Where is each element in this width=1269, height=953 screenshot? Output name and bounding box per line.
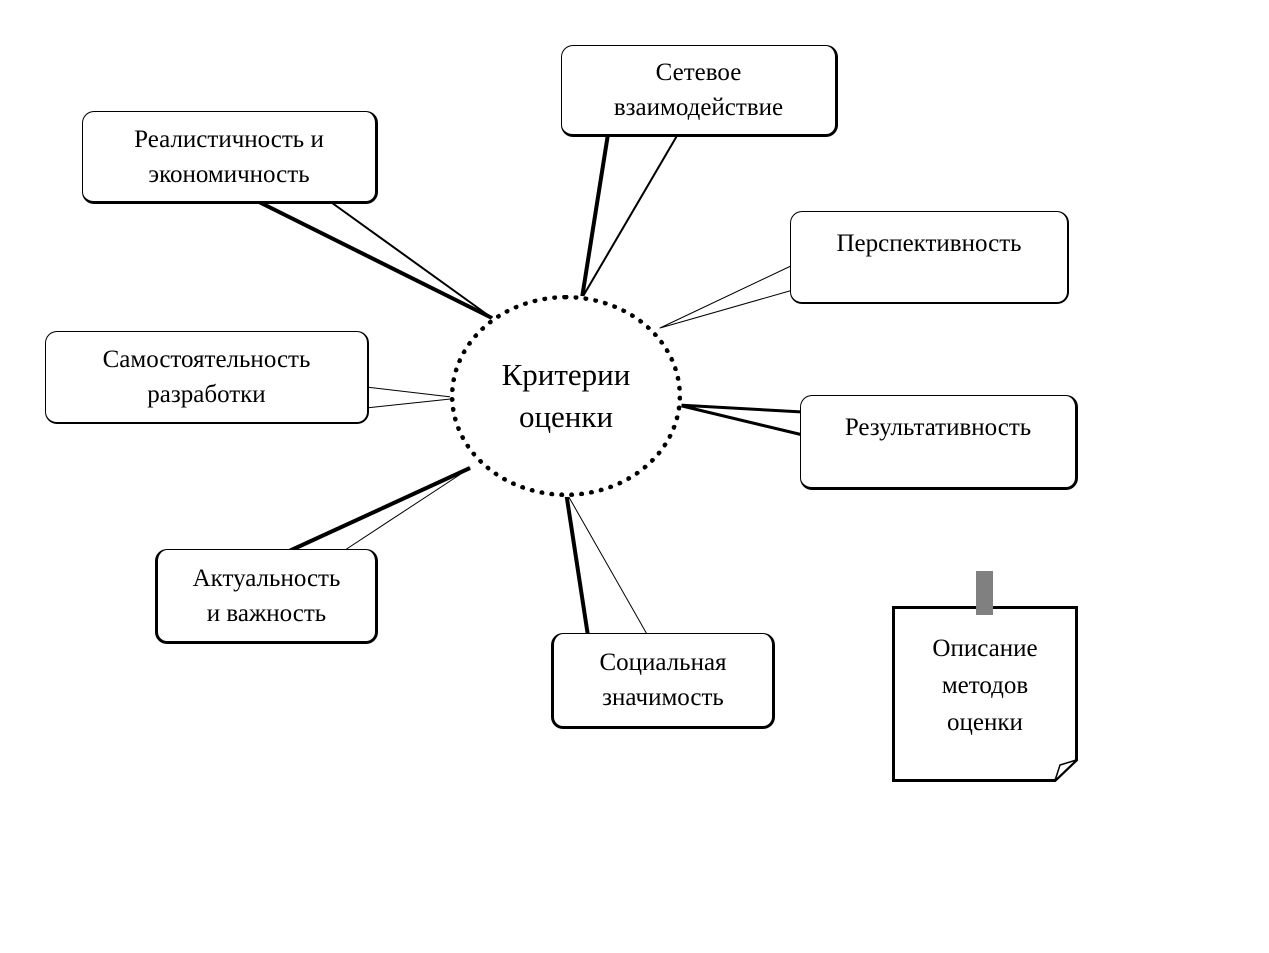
callout-social: Социальная значимость	[551, 633, 775, 729]
center-line2: оценки	[518, 399, 614, 434]
callout-network-line1: Сетевое	[655, 59, 742, 86]
note-text: Описание методов оценки	[892, 630, 1078, 741]
pointer-perspective	[659, 264, 794, 329]
note-shape	[892, 606, 1078, 782]
pointer-independence	[365, 386, 461, 409]
callout-realism: Реалистичность и экономичность	[82, 111, 378, 204]
callout-independence: Самостоятельность разработки	[45, 331, 369, 424]
callout-relevance-line1: Актуальность	[192, 564, 341, 592]
note-line1: Описание	[932, 635, 1038, 662]
center-node: Критерии оценки	[450, 295, 682, 497]
callout-relevance-line2: и важность	[206, 599, 327, 627]
callout-network: Сетевое взаимодействие	[561, 45, 838, 137]
callout-results: Результативность	[800, 395, 1078, 490]
callout-social-line1: Социальная	[599, 649, 727, 676]
callout-independence-line2: разработки	[147, 381, 266, 408]
callout-perspective: Перспективность	[790, 211, 1069, 304]
callout-results-line1: Результативность	[844, 414, 1032, 441]
pointer-results	[676, 403, 805, 437]
center-line1: Критерии	[501, 357, 631, 392]
note-line2: методов	[941, 672, 1029, 699]
pin-icon	[976, 571, 993, 615]
callout-network-line2: взаимодействие	[613, 94, 784, 121]
note-line3: оценки	[947, 709, 1023, 736]
callout-independence-line1: Самостоятельность	[102, 346, 311, 373]
callout-realism-line2: экономичность	[148, 160, 310, 188]
callout-social-line2: значимость	[602, 684, 724, 711]
callout-realism-line1: Реалистичность и	[134, 125, 324, 153]
callout-perspective-line1: Перспективность	[836, 230, 1022, 257]
callout-relevance: Актуальность и важность	[155, 549, 378, 644]
